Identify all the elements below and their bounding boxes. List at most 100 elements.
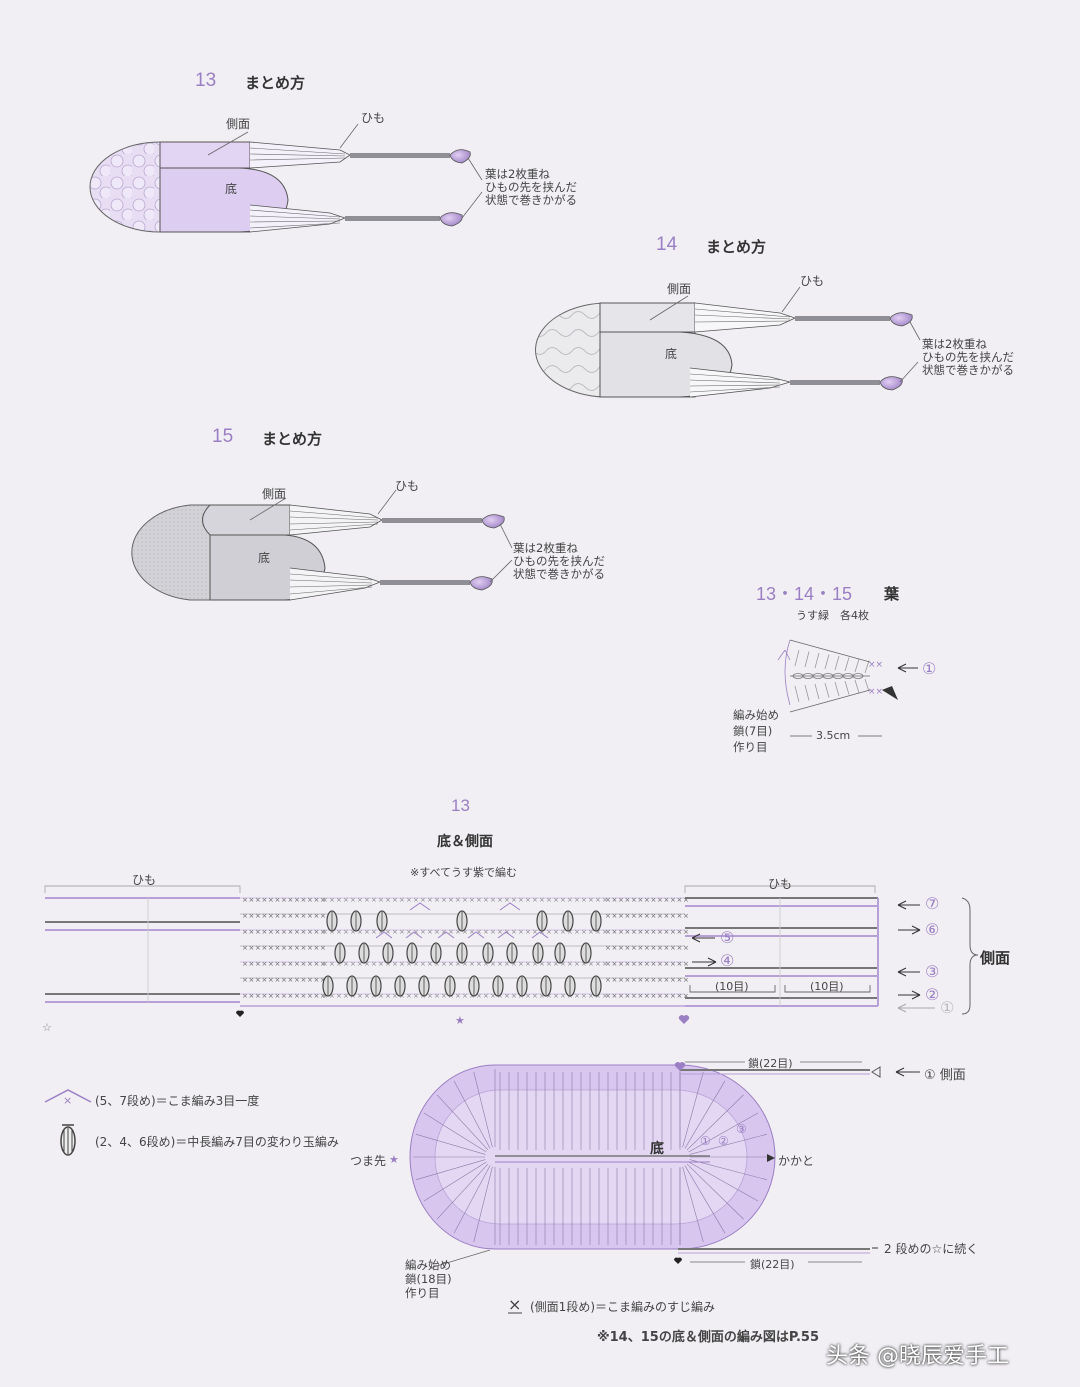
svg-text:×: × — [631, 928, 637, 936]
svg-text:×: × — [553, 992, 559, 1000]
svg-text:×: × — [567, 928, 573, 936]
svg-text:×: × — [262, 896, 268, 904]
svg-text:×: × — [490, 928, 496, 936]
svg-text:×: × — [420, 928, 426, 936]
chart-row-7: ⑦ — [925, 894, 940, 913]
svg-text:×: × — [322, 992, 328, 1000]
svg-text:×: × — [625, 960, 631, 968]
svg-text:×: × — [546, 960, 552, 968]
chart-row-4: ④ — [720, 951, 735, 970]
svg-text:×: × — [420, 960, 426, 968]
svg-text:×: × — [242, 928, 248, 936]
svg-text:×: × — [677, 992, 683, 1000]
svg-text:×: × — [385, 928, 391, 936]
svg-text:×: × — [262, 960, 268, 968]
svg-text:×: × — [314, 912, 320, 920]
svg-text:×: × — [532, 928, 538, 936]
svg-text:×: × — [651, 944, 657, 952]
svg-text:×: × — [322, 896, 328, 904]
svg-text:×: × — [427, 896, 433, 904]
svg-text:×: × — [511, 928, 517, 936]
svg-text:×: × — [343, 928, 349, 936]
svg-text:×: × — [657, 960, 663, 968]
svg-text:×: × — [511, 896, 517, 904]
svg-text:×: × — [294, 992, 300, 1000]
svg-text:×: × — [638, 976, 644, 984]
svg-text:×: × — [378, 928, 384, 936]
svg-text:×: × — [434, 896, 440, 904]
svg-text:×: × — [262, 928, 268, 936]
svg-text:×: × — [314, 960, 320, 968]
chart-number: 13 — [451, 796, 470, 815]
svg-text:×: × — [605, 928, 611, 936]
svg-text:×: × — [631, 912, 637, 920]
sole-heel-label: かかと — [778, 1154, 815, 1168]
svg-text:×: × — [357, 896, 363, 904]
svg-text:★: ★ — [389, 1153, 399, 1166]
svg-text:×: × — [288, 928, 294, 936]
svg-text:×: × — [595, 928, 601, 936]
svg-text:×: × — [476, 992, 482, 1000]
svg-text:×: × — [364, 928, 370, 936]
svg-text:×: × — [392, 992, 398, 1000]
svg-text:×: × — [638, 960, 644, 968]
svg-text:×: × — [670, 960, 676, 968]
svg-text:×: × — [301, 928, 307, 936]
svg-text:×: × — [294, 944, 300, 952]
svg-text:×: × — [644, 928, 650, 936]
svg-text:×: × — [504, 992, 510, 1000]
svg-text:×: × — [301, 896, 307, 904]
svg-text:×: × — [320, 992, 326, 1000]
svg-text:×: × — [329, 960, 335, 968]
svg-text:×: × — [392, 960, 398, 968]
assembly-14-side-label: 側面 — [667, 282, 692, 296]
chart-title: 底＆側面 — [437, 834, 493, 850]
svg-text:×: × — [602, 928, 608, 936]
svg-text:×: × — [612, 912, 618, 920]
sole-bottom-label: 底 — [650, 1141, 664, 1157]
chart-count-a: (10目) — [715, 980, 749, 993]
svg-text:×: × — [301, 992, 307, 1000]
svg-text:×: × — [275, 976, 281, 984]
svg-text:×: × — [618, 992, 624, 1000]
sole-row-3: ③ — [736, 1122, 747, 1136]
sole-chain-bottom: 鎖(22目) — [750, 1258, 795, 1271]
svg-text:×: × — [314, 976, 320, 984]
svg-text:×: × — [294, 960, 300, 968]
slipper-13-illustration — [89, 123, 483, 233]
svg-text:×: × — [595, 960, 601, 968]
chart-side-label: 側面 — [980, 949, 1011, 967]
svg-text:×: × — [371, 960, 377, 968]
svg-text:×: × — [664, 944, 670, 952]
svg-text:×: × — [657, 896, 663, 904]
svg-text:×: × — [406, 992, 412, 1000]
svg-text:×: × — [664, 928, 670, 936]
svg-text:×: × — [602, 896, 608, 904]
svg-text:×: × — [644, 896, 650, 904]
svg-text:×: × — [605, 896, 611, 904]
svg-text:×: × — [518, 896, 524, 904]
svg-text:×: × — [249, 960, 255, 968]
svg-text:×: × — [677, 960, 683, 968]
svg-text:×: × — [476, 896, 482, 904]
svg-text:×: × — [268, 912, 274, 920]
svg-text:×: × — [581, 960, 587, 968]
svg-text:×: × — [288, 960, 294, 968]
svg-text:×: × — [371, 928, 377, 936]
svg-text:×: × — [364, 992, 370, 1000]
svg-text:×: × — [618, 976, 624, 984]
svg-text:×: × — [249, 896, 255, 904]
svg-text:×: × — [469, 960, 475, 968]
leaf-title: 葉 — [884, 585, 900, 603]
svg-text:×: × — [441, 992, 447, 1000]
svg-text:×: × — [307, 992, 313, 1000]
chart-yarn-note: ※すべてうす紫で編む — [410, 866, 518, 879]
svg-text:×: × — [553, 960, 559, 968]
svg-text:×: × — [350, 928, 356, 936]
svg-text:×: × — [612, 896, 618, 904]
svg-text:×: × — [281, 896, 287, 904]
sole-row-1: ① — [700, 1134, 711, 1148]
slipper-15-illustration — [131, 489, 513, 601]
svg-text:×: × — [490, 896, 496, 904]
